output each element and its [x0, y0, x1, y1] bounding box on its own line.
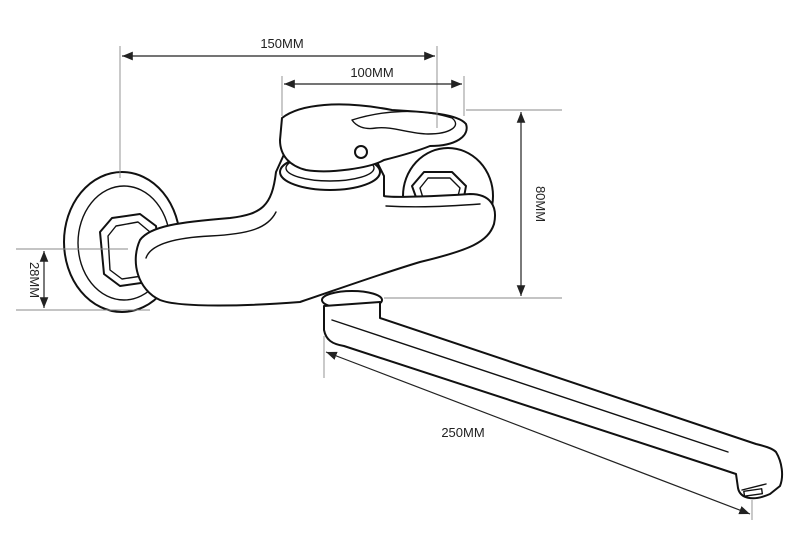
dimension-80-label: 80MM	[533, 186, 548, 222]
dimension-150: 150MM	[119, 36, 438, 178]
dimension-100: 100MM	[281, 65, 465, 116]
spout	[321, 290, 784, 500]
dimension-28-label: 28MM	[27, 262, 42, 298]
dimension-28: 28MM	[16, 248, 150, 311]
dimension-250-label: 250MM	[441, 425, 484, 440]
dimension-100-label: 100MM	[350, 65, 393, 80]
faucet-illustration	[63, 103, 784, 500]
lever-handle	[279, 103, 468, 173]
dimension-80: 80MM	[384, 109, 562, 299]
mixer-body	[134, 149, 496, 307]
dimension-250: 250MM	[323, 336, 753, 520]
dimension-150-label: 150MM	[260, 36, 303, 51]
